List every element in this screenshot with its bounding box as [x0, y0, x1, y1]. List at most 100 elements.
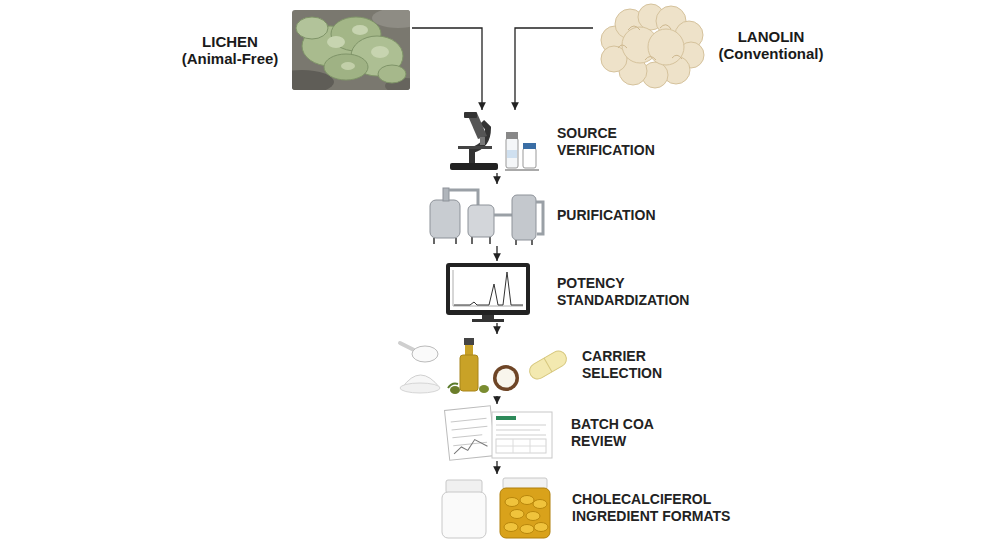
process-step: POTENCY STANDARDIZATION	[445, 262, 697, 322]
coa-documents-part	[445, 406, 496, 461]
label-block: SOURCE VERIFICATION	[557, 125, 667, 159]
microscope-icon-part	[450, 163, 498, 170]
label-block: LANOLIN(Conventional)	[713, 28, 829, 62]
purification-icon	[430, 188, 543, 245]
label-block: CHOLECALCIFEROL INGREDIENT FORMATS	[572, 491, 737, 525]
carrier-icons-part	[497, 369, 516, 388]
icon-slot	[440, 112, 540, 172]
coa-documents-part-part	[453, 438, 488, 453]
chromatogram-monitor-part	[454, 272, 523, 305]
microscope-icon-part	[458, 146, 492, 149]
carrier-icons-part	[460, 355, 478, 391]
icon-slot	[445, 405, 555, 460]
ingredient-bottles	[442, 478, 550, 538]
carrier-icons-part	[464, 338, 474, 345]
lichen-photo-part	[296, 17, 328, 39]
ingredient-bottles-part	[520, 496, 534, 505]
purification-icon-part	[515, 240, 517, 245]
purification-icon-part	[512, 195, 536, 240]
purification-icon-part	[430, 200, 460, 238]
icon-slot	[425, 185, 545, 245]
lichen-photo-part	[378, 65, 406, 83]
purification-icon-part	[468, 205, 494, 237]
icon-slot	[400, 335, 570, 395]
icon-slot	[445, 262, 530, 322]
carrier-icons-part	[412, 346, 438, 362]
step-label: CARRIER SELECTION	[582, 348, 677, 382]
microscope-icon-part	[480, 137, 485, 145]
icon-slot	[435, 475, 555, 540]
lichen-photo-part	[352, 25, 368, 35]
carrier-icons-part	[493, 365, 519, 391]
microscope-icon-part	[506, 138, 518, 168]
label-block: BATCH COA REVIEW	[571, 416, 666, 450]
microscope-icon-part	[507, 150, 517, 158]
label-block: PURIFICATION	[557, 207, 677, 224]
flow-arrow	[496, 173, 497, 184]
ingredient-bottles-part	[505, 498, 519, 507]
ingredient-bottles-part	[503, 478, 547, 489]
microscope-icon-part	[523, 143, 536, 149]
label-block: LICHEN(Animal-Free)	[176, 33, 284, 67]
coa-documents-part	[496, 425, 546, 435]
process-step: CHOLECALCIFEROL INGREDIENT FORMATS	[435, 475, 737, 540]
source-card: LICHEN(Animal-Free)	[176, 10, 410, 90]
lichen-photo-part	[327, 36, 345, 48]
flow-arrow	[496, 323, 497, 334]
carrier-icons-part	[400, 343, 414, 350]
ingredient-bottles-part	[500, 488, 550, 538]
chromatogram-monitor-part	[453, 270, 454, 306]
step-label: POTENCY STANDARDIZATION	[557, 275, 697, 309]
chromatogram-monitor-part	[482, 315, 494, 319]
carrier-icons	[400, 338, 569, 394]
carrier-icons-part	[479, 385, 489, 393]
ingredient-bottles-part	[446, 480, 482, 493]
process-step: PURIFICATION	[425, 185, 677, 245]
lichen-photo	[292, 10, 410, 90]
purification-icon-part	[489, 237, 491, 244]
coa-documents	[445, 406, 552, 461]
carrier-icons-part	[400, 383, 440, 393]
source-name: LICHEN	[176, 33, 284, 50]
chromatogram-monitor-part	[446, 263, 530, 315]
purification-icon-part	[531, 240, 533, 245]
process-step: BATCH COA REVIEW	[445, 405, 666, 460]
purification-icon-part	[433, 238, 435, 244]
process-step: SOURCE VERIFICATION	[440, 112, 667, 172]
flow-arrow	[496, 396, 497, 404]
coa-documents-part	[496, 439, 546, 453]
chromatogram-monitor-part	[450, 267, 526, 310]
lanolin-photo-part	[618, 25, 682, 60]
ingredient-bottles-part	[526, 512, 540, 521]
microscope-icon-part	[505, 169, 539, 171]
coa-documents-part-part	[451, 418, 489, 446]
source-name: LANOLIN	[713, 28, 829, 45]
carrier-icons-part-part	[544, 358, 552, 372]
lichen-photo-part	[324, 54, 368, 80]
carrier-icons-part	[450, 386, 460, 394]
ingredient-bottles-part	[510, 510, 524, 519]
purification-icon-part	[536, 202, 543, 234]
step-label: SOURCE VERIFICATION	[557, 125, 667, 159]
microscope-icon-part	[464, 112, 477, 118]
chromatogram-monitor-part	[453, 306, 523, 307]
ingredient-bottles-part	[442, 492, 486, 538]
ingredient-bottles-part	[533, 500, 547, 509]
source-card: LANOLIN(Conventional)	[595, 5, 829, 85]
ingredient-bottles-part	[534, 523, 548, 532]
process-step: CARRIER SELECTION	[400, 335, 677, 395]
coa-documents-part	[496, 439, 546, 453]
chromatogram-monitor-part	[472, 319, 504, 322]
carrier-icons-part-part	[527, 348, 570, 382]
coa-documents-part	[492, 412, 552, 458]
coa-documents-part-part	[445, 406, 496, 461]
source-note: (Animal-Free)	[176, 50, 284, 67]
purification-icon-part	[455, 238, 457, 244]
carrier-icons-part	[448, 384, 458, 389]
flow-arrow	[515, 28, 593, 110]
icon-slot	[595, 5, 705, 85]
flow-arrow	[412, 28, 482, 110]
lichen-photo-part	[341, 62, 355, 70]
